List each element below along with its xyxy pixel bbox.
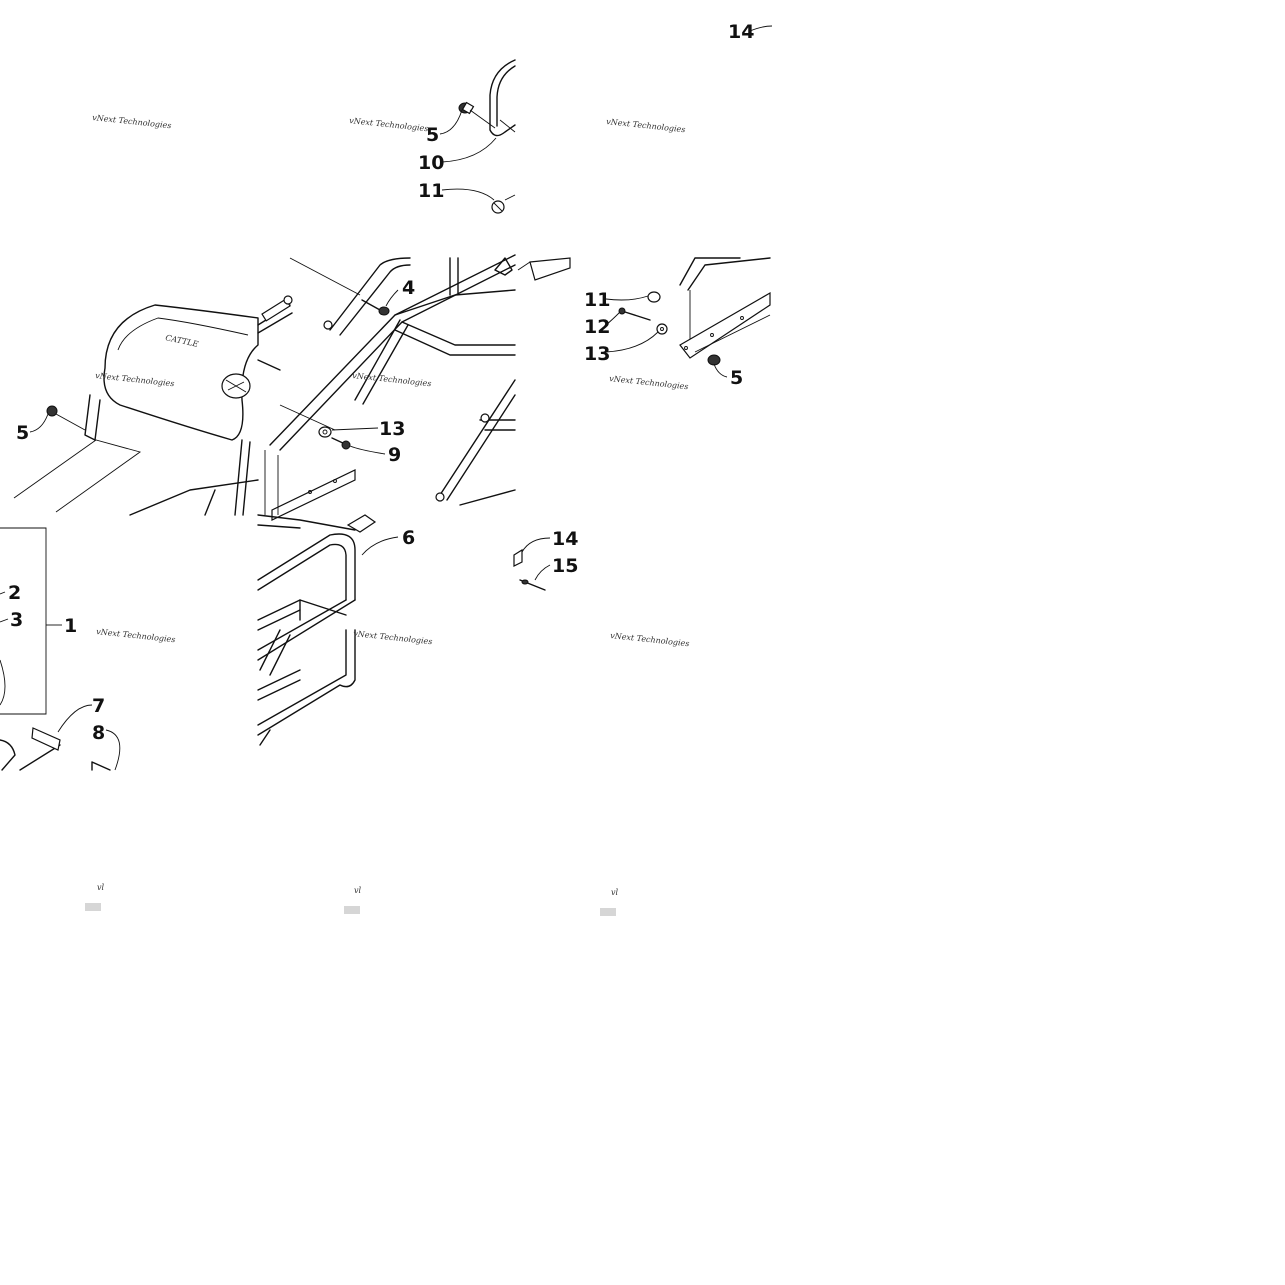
callout-2: 2 bbox=[8, 582, 21, 604]
callout-5-left: 5 bbox=[16, 422, 29, 444]
callout-3: 3 bbox=[10, 609, 23, 631]
watermark-text: vNext Technologies bbox=[96, 627, 176, 644]
clip-part bbox=[494, 257, 571, 281]
washer-icon bbox=[656, 323, 668, 335]
callout-6: 6 bbox=[402, 527, 415, 549]
watermark-fragment: vl bbox=[611, 888, 619, 897]
callout-11-right: 11 bbox=[584, 289, 610, 311]
watermark-text: vNext Technologies bbox=[95, 371, 175, 388]
right-mount-bracket-detail bbox=[618, 257, 771, 366]
callout-4: 4 bbox=[402, 277, 415, 299]
washer-icon bbox=[318, 426, 332, 438]
watermark-smudge bbox=[85, 903, 101, 911]
callout-1: 1 bbox=[64, 615, 77, 637]
watermark-smudge bbox=[600, 908, 616, 916]
cargo-rack bbox=[257, 514, 377, 746]
backrest-logo-text: CATTLE bbox=[165, 333, 200, 349]
watermark-smudge bbox=[344, 906, 360, 914]
watermark-fragment: vl bbox=[354, 886, 362, 895]
callout-9: 9 bbox=[388, 444, 401, 466]
watermark-layer: vNext Technologies vNext Technologies vN… bbox=[85, 113, 690, 916]
rear-rack-frame bbox=[257, 254, 516, 521]
callout-5-top: 5 bbox=[426, 124, 439, 146]
watermark-text: vNext Technologies bbox=[92, 113, 172, 130]
cap-icon bbox=[491, 200, 505, 214]
callout-12: 12 bbox=[584, 316, 610, 338]
side-mount-plate bbox=[271, 469, 356, 521]
callout-7: 7 bbox=[92, 695, 105, 717]
reflector-part bbox=[513, 548, 546, 591]
seat-assembly-bracket bbox=[0, 527, 111, 771]
bolt-icon bbox=[618, 307, 651, 321]
callout-14-bottom: 14 bbox=[552, 528, 578, 550]
nut-icon bbox=[46, 405, 58, 417]
watermark-text: vNext Technologies bbox=[609, 374, 689, 391]
watermark-text: vNext Technologies bbox=[606, 117, 686, 134]
bolt-icon bbox=[331, 437, 351, 450]
bolt-icon bbox=[361, 299, 390, 316]
nut-icon bbox=[707, 354, 721, 366]
callout-5-right: 5 bbox=[730, 367, 743, 389]
watermark-fragment: vl bbox=[97, 883, 105, 892]
callout-14-top: 14 bbox=[728, 21, 754, 43]
callout-10: 10 bbox=[418, 152, 444, 174]
watermark-text: vNext Technologies bbox=[349, 116, 429, 133]
callout-15: 15 bbox=[552, 555, 578, 577]
watermark-text: vNext Technologies bbox=[353, 629, 433, 646]
callout-11-top: 11 bbox=[418, 180, 444, 202]
backrest-pad: CATTLE bbox=[13, 304, 281, 516]
watermark-text: vNext Technologies bbox=[610, 631, 690, 648]
leader-lines bbox=[0, 25, 773, 771]
callout-13-right: 13 bbox=[584, 343, 610, 365]
callout-8: 8 bbox=[92, 722, 105, 744]
callout-13-center: 13 bbox=[379, 418, 405, 440]
cap-icon bbox=[647, 291, 661, 303]
